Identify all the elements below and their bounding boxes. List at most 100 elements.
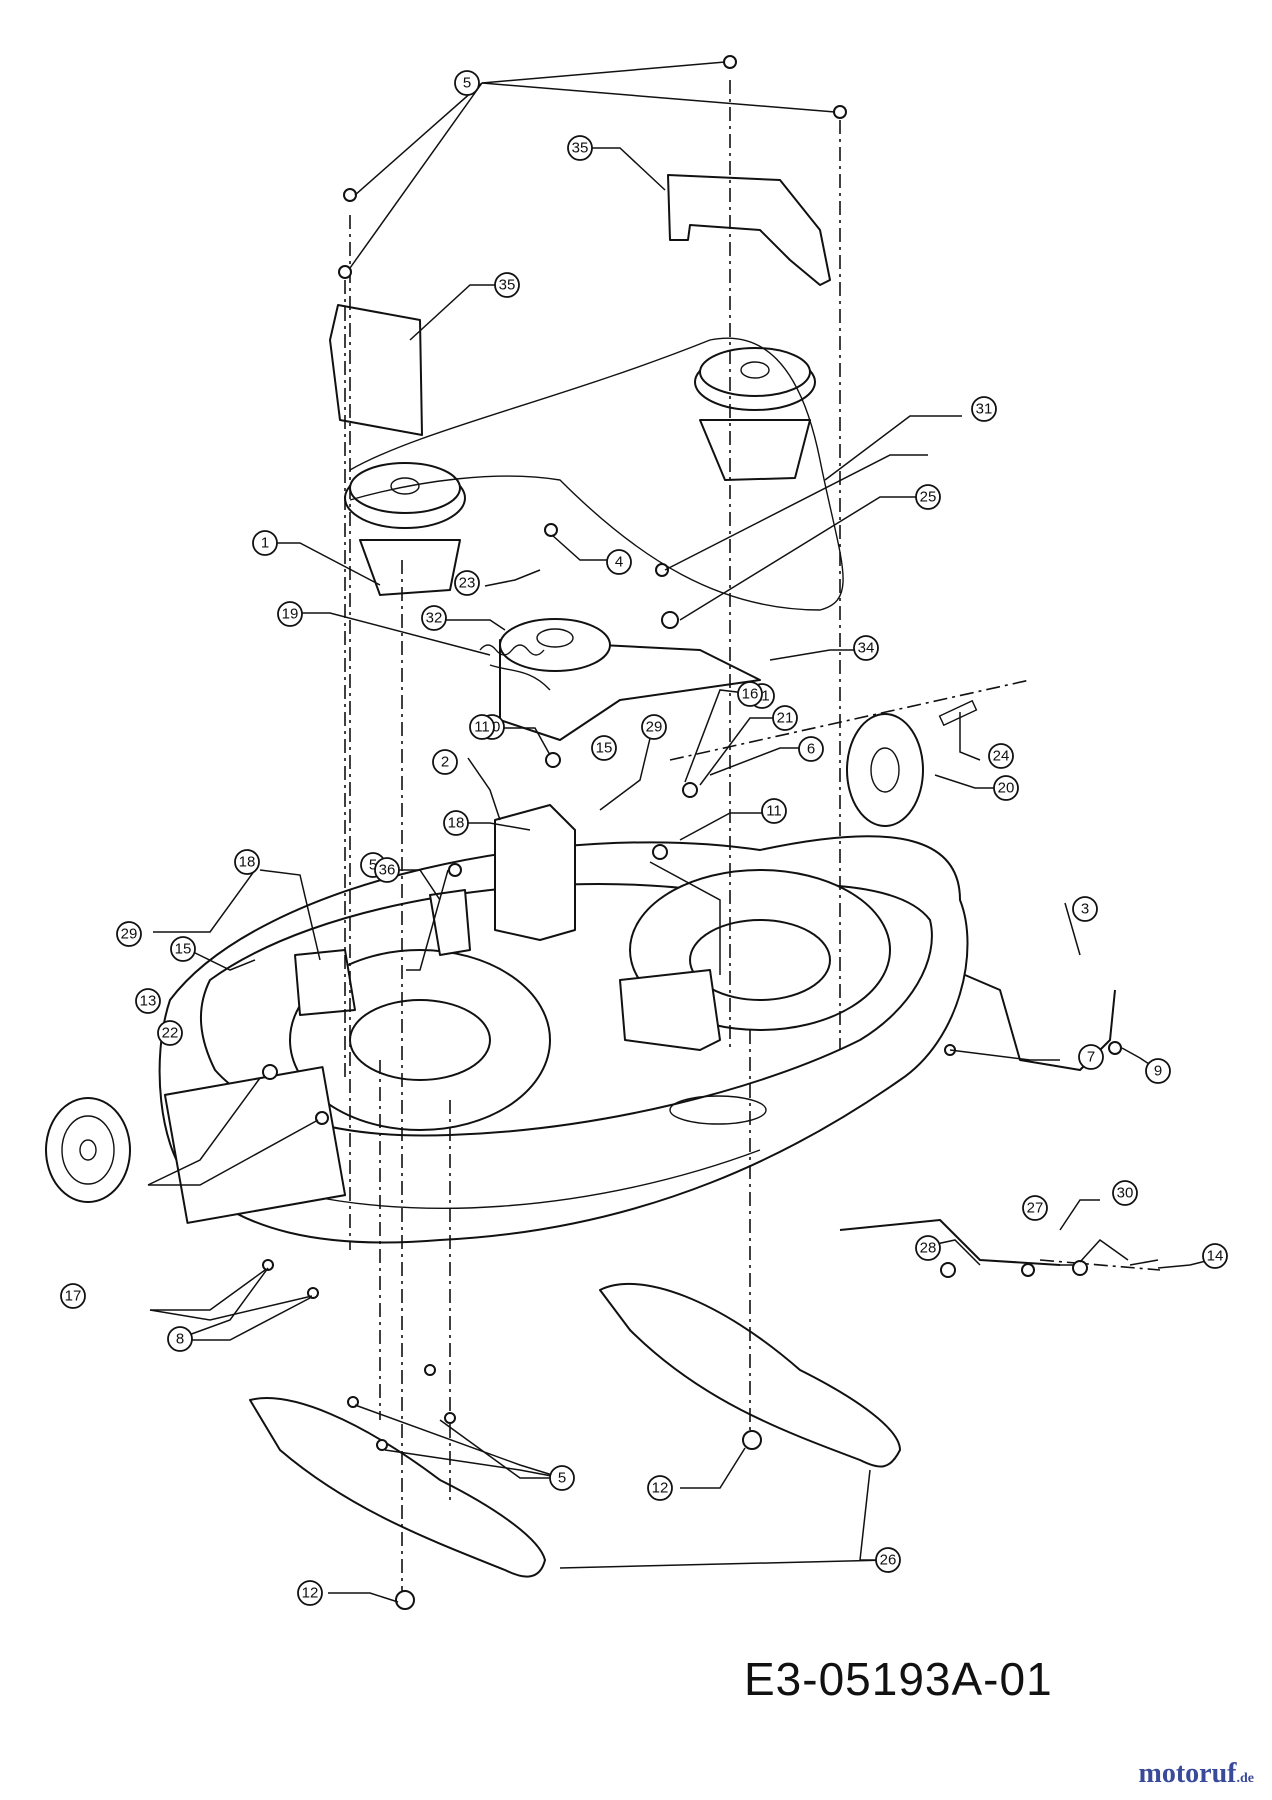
callout-number: 19 <box>282 606 299 623</box>
callout-number: 15 <box>596 740 613 757</box>
callout-number: 11 <box>766 803 782 820</box>
callout-circle <box>875 1547 901 1573</box>
callout-number: 5 <box>558 1470 566 1487</box>
callout-circle <box>798 736 824 762</box>
part-callout-36: 36 <box>374 857 400 883</box>
callout-circle <box>606 549 632 575</box>
part-callout-30: 30 <box>1112 1180 1138 1206</box>
callout-circle <box>988 743 1014 769</box>
part-callout-32: 32 <box>421 605 447 631</box>
callout-circle <box>1112 1180 1138 1206</box>
callout-circle <box>772 705 798 731</box>
part-callout-23: 23 <box>454 570 480 596</box>
deck-bracket-right <box>619 969 721 1051</box>
callout-circle <box>1022 1195 1048 1221</box>
front-wheel <box>45 1097 131 1203</box>
callout-circle <box>737 681 763 707</box>
callout-number: 22 <box>162 1025 179 1042</box>
callout-number: 15 <box>175 941 192 958</box>
callout-number: 8 <box>176 1331 184 1348</box>
callout-number: 16 <box>742 686 759 703</box>
callout-circle <box>454 70 480 96</box>
callout-circle <box>641 714 667 740</box>
callout-circle <box>591 735 617 761</box>
part-callout-5: 5 <box>549 1465 575 1491</box>
callout-circle <box>432 749 458 775</box>
callout-circle <box>116 921 142 947</box>
callout-circle <box>454 570 480 596</box>
part-callout-5: 5 <box>454 70 480 96</box>
callout-number: 28 <box>920 1240 937 1257</box>
mower-blade-left <box>249 1397 546 1578</box>
callout-circle <box>252 530 278 556</box>
part-callout-2: 2 <box>432 749 458 775</box>
callout-circle <box>60 1283 86 1309</box>
callout-circle <box>567 135 593 161</box>
callout-circle <box>993 775 1019 801</box>
watermark-domain: .de <box>1236 1771 1255 1786</box>
callout-circle <box>167 1326 193 1352</box>
part-callout-12: 12 <box>647 1475 673 1501</box>
callout-layer: 1234555678910111111121213141515161718181… <box>60 70 1228 1606</box>
part-callout-21: 21 <box>772 705 798 731</box>
callout-number: 21 <box>777 710 794 727</box>
callout-number: 26 <box>880 1552 897 1569</box>
part-callout-19: 19 <box>277 601 303 627</box>
callout-number: 34 <box>858 640 875 657</box>
callout-number: 4 <box>615 554 623 571</box>
callout-number: 3 <box>1081 901 1089 918</box>
callout-circle <box>1072 896 1098 922</box>
idler-arm-assembly <box>479 618 761 741</box>
spindle-pulley-left <box>344 462 466 596</box>
callout-number: 17 <box>65 1288 82 1305</box>
callout-circle <box>971 396 997 422</box>
callout-circle <box>469 714 495 740</box>
assembly-axes <box>344 80 1161 1600</box>
callout-circle <box>853 635 879 661</box>
callout-circle <box>135 988 161 1014</box>
callout-number: 18 <box>239 854 256 871</box>
callout-circle <box>761 798 787 824</box>
belt-guard-left <box>329 304 423 436</box>
callout-number: 6 <box>807 741 815 758</box>
lift-rods <box>839 974 1116 1266</box>
callout-number: 13 <box>140 993 157 1010</box>
callout-number: 35 <box>572 140 589 157</box>
part-callout-29: 29 <box>641 714 667 740</box>
hardware <box>262 55 1122 1610</box>
part-callout-17: 17 <box>60 1283 86 1309</box>
callout-number: 5 <box>369 857 377 874</box>
part-callout-1: 1 <box>252 530 278 556</box>
part-callout-35: 35 <box>494 272 520 298</box>
callout-circle <box>157 1020 183 1046</box>
callout-circle <box>915 1235 941 1261</box>
callout-circle <box>647 1475 673 1501</box>
callout-circle <box>1202 1243 1228 1269</box>
drive-belt <box>349 337 844 611</box>
callout-circle <box>374 857 400 883</box>
callout-number: 29 <box>646 719 663 736</box>
drawing-number: E3-05193A-01 <box>744 1653 1053 1705</box>
callout-number: 23 <box>459 575 476 592</box>
callout-circle <box>494 272 520 298</box>
callout-number: 32 <box>426 610 443 627</box>
part-callout-12: 12 <box>297 1580 323 1606</box>
callout-number: 2 <box>441 754 449 771</box>
part-callout-34: 34 <box>853 635 879 661</box>
belt-guard-right <box>667 174 831 286</box>
callout-number: 20 <box>998 780 1015 797</box>
part-callout-6: 6 <box>798 736 824 762</box>
part-callout-15: 15 <box>170 936 196 962</box>
deck-bracket-18 <box>294 949 356 1016</box>
part-callout-18: 18 <box>443 810 469 836</box>
part-callout-26: 26 <box>875 1547 901 1573</box>
part-callout-8: 8 <box>167 1326 193 1352</box>
callout-number: 36 <box>379 862 396 879</box>
part-callout-16: 16 <box>737 681 763 707</box>
callout-number: 7 <box>1087 1049 1095 1066</box>
part-callout-27: 27 <box>1022 1195 1048 1221</box>
callout-number: 9 <box>1154 1063 1162 1080</box>
callout-circle <box>170 936 196 962</box>
callout-circle <box>1078 1044 1104 1070</box>
